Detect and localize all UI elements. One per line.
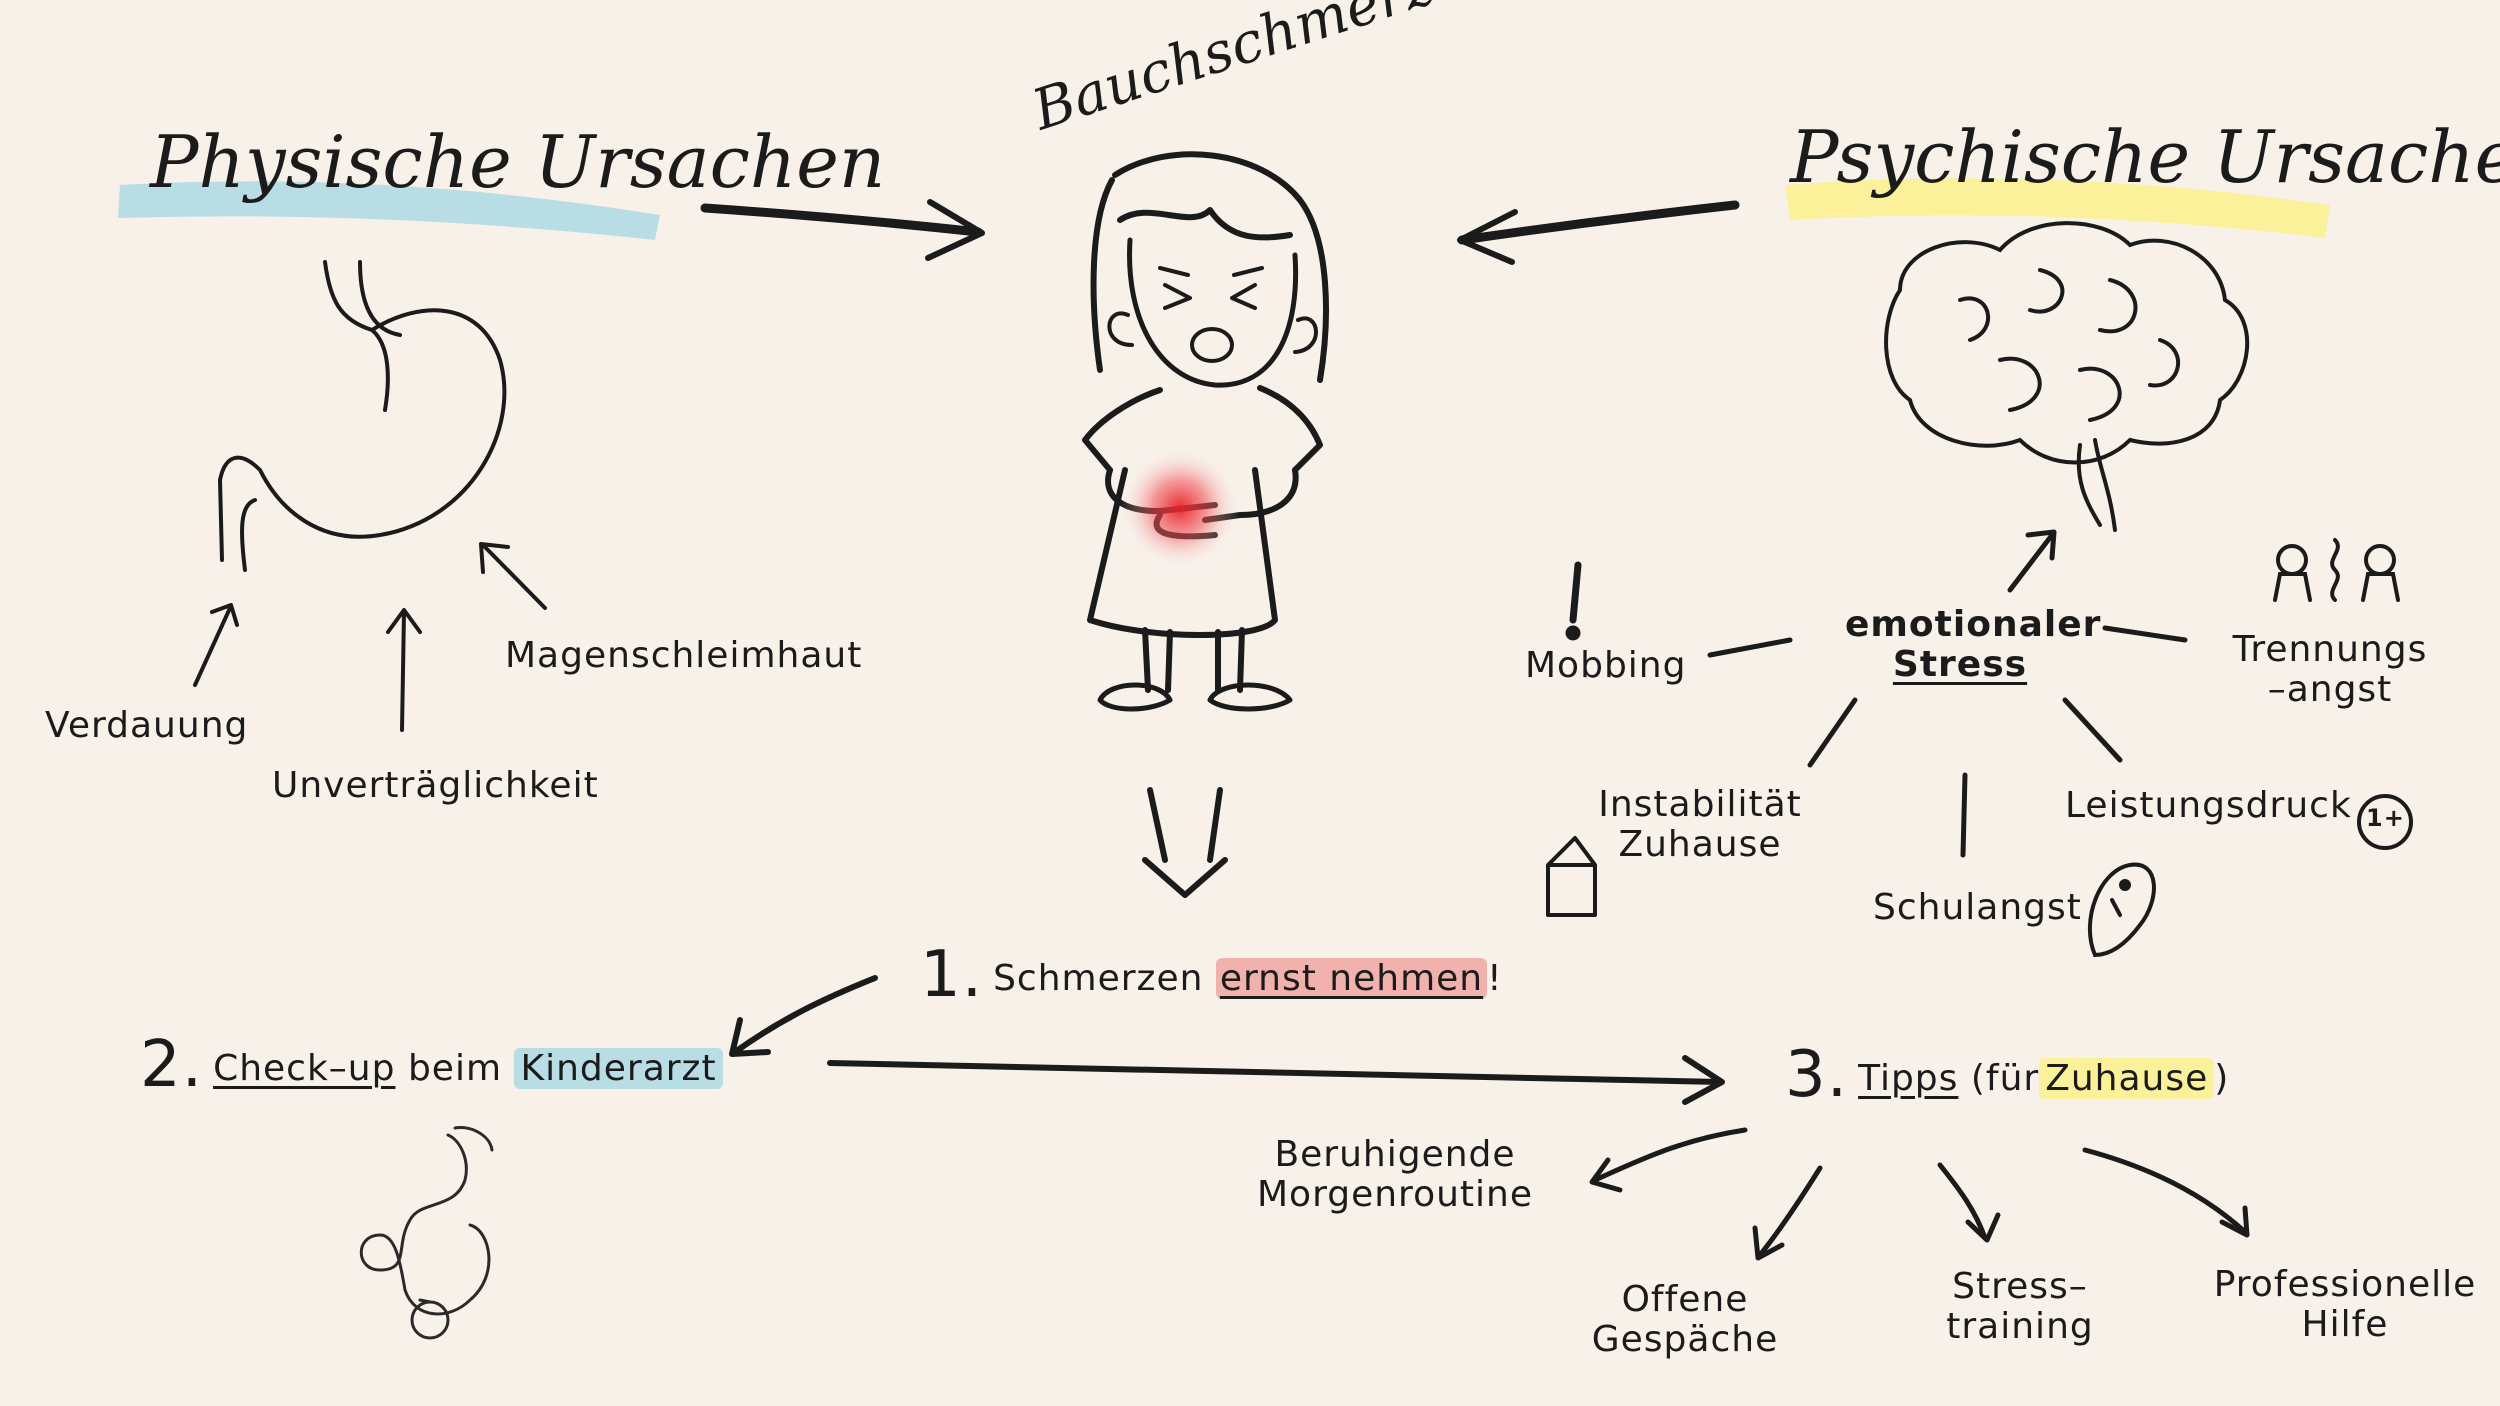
arrow-step1-to-step2 xyxy=(732,975,878,1055)
stomach-icon xyxy=(217,260,507,572)
physical-title-highlight xyxy=(118,181,660,240)
stress-hub-line1: emotionaler xyxy=(1845,604,2102,645)
instabilitaet-line2: Zuhause xyxy=(1618,824,1782,865)
connector-mobbing xyxy=(1707,637,1793,658)
step-3-highlight: Zuhause xyxy=(2039,1058,2215,1099)
arrow-psych-to-center xyxy=(1457,200,1740,245)
exclamation-icon xyxy=(1565,561,1582,641)
tip-hilfe-line1: Professionelle xyxy=(2213,1264,2477,1305)
label-instabilitaet: Instabilität Zuhause xyxy=(1590,785,1810,865)
label-leistungsdruck: Leistungsdruck xyxy=(2065,785,2352,826)
tip-stresstraining-line1: Stress– xyxy=(1952,1266,2088,1307)
arrowhead-psych xyxy=(1457,209,1518,265)
tip-stresstraining: Stress– training xyxy=(1925,1267,2115,1347)
stress-hub-line2: Stress xyxy=(1892,644,2028,685)
arrow-tip-hilfe xyxy=(2082,1147,2248,1235)
label-unvertraeglichkeit: Unverträglichkeit xyxy=(272,765,599,806)
instabilitaet-line1: Instabilität xyxy=(1598,784,1802,825)
arrow-stress-to-brain xyxy=(2007,532,2055,593)
arrow-tip-morgenroutine xyxy=(1592,1127,1748,1183)
label-schulangst: Schulangst xyxy=(1873,887,2082,928)
arrow-verdauung xyxy=(193,606,232,687)
step-2: 2.Check–up beim Kinderarzt xyxy=(140,1030,723,1104)
label-mobbing: Mobbing xyxy=(1525,645,1687,686)
tip-hilfe-line2: Hilfe xyxy=(2301,1304,2389,1345)
ghost-icon xyxy=(2087,862,2156,958)
step-3-number: 3. xyxy=(1785,1038,1849,1112)
psychological-title: Psychische Ursachen xyxy=(1790,115,2500,199)
arrow-magenschleimhaut xyxy=(481,543,547,610)
connector-leistungsdruck xyxy=(2062,697,2123,763)
step-1: 1.Schmerzen ernst nehmen! xyxy=(920,940,1503,1014)
step-3-close: ) xyxy=(2214,1058,2230,1099)
step-2-checkup: Check–up xyxy=(213,1048,396,1089)
step-1-number: 1. xyxy=(920,938,984,1012)
separation-people-icon xyxy=(2273,538,2400,602)
arrow-physical-to-center xyxy=(700,203,983,237)
step-2-middle: beim xyxy=(407,1048,503,1089)
tip-gespraeche-line1: Offene xyxy=(1621,1279,1749,1320)
step-1-text: Schmerzen xyxy=(993,958,1204,999)
tip-stresstraining-line2: training xyxy=(1946,1306,2094,1347)
arrowhead-physical xyxy=(925,199,985,261)
connector-schulangst xyxy=(1960,772,1968,858)
tip-gespraeche-line2: Gespäche xyxy=(1591,1319,1779,1360)
grade-badge-circle xyxy=(2357,794,2413,850)
physical-title: Physische Ursachen xyxy=(150,120,886,204)
step-2-highlight: Kinderarzt xyxy=(514,1048,723,1089)
label-verdauung: Verdauung xyxy=(45,705,249,746)
connector-trennungsangst xyxy=(2102,625,2188,643)
trennungsangst-line1: Trennungs xyxy=(2232,629,2428,670)
arrow-tip-stresstraining xyxy=(1937,1162,1988,1241)
label-trennungsangst: Trennungs –angst xyxy=(2220,630,2440,710)
tip-morgenroutine-line1: Beruhigende xyxy=(1274,1134,1516,1175)
brain-icon xyxy=(1884,221,2250,532)
tip-morgenroutine-line2: Morgenroutine xyxy=(1256,1174,1533,1215)
tip-hilfe: Professionelle Hilfe xyxy=(2200,1265,2490,1345)
arrow-tip-gespraeche xyxy=(1757,1165,1823,1258)
house-icon xyxy=(1546,836,1597,917)
child-in-pain-icon xyxy=(1082,151,1329,712)
pain-spot xyxy=(1120,448,1240,568)
tip-morgenroutine: Beruhigende Morgenroutine xyxy=(1255,1135,1535,1215)
tip-gespraeche: Offene Gespäche xyxy=(1580,1280,1790,1360)
step-1-highlight: ernst nehmen xyxy=(1215,958,1488,999)
trennungsangst-line2: –angst xyxy=(2267,669,2393,710)
connector-instabilitaet xyxy=(1807,697,1858,768)
label-magenschleimhaut: Magenschleimhaut xyxy=(505,635,863,676)
grade-badge: 1+ xyxy=(2366,804,2405,832)
step-3-open: (für xyxy=(1970,1058,2040,1099)
arrow-unvertraeglichkeit xyxy=(400,610,406,732)
stress-hub: emotionaler Stress xyxy=(1845,605,2100,685)
step-3-tipps: Tipps xyxy=(1858,1058,1959,1099)
psychological-title-highlight xyxy=(1785,178,2330,238)
step-1-exclaim: ! xyxy=(1487,958,1503,999)
step-2-number: 2. xyxy=(140,1028,204,1102)
stethoscope-icon xyxy=(359,1125,494,1340)
down-arrow-icon xyxy=(1142,787,1228,898)
arrow-step2-to-step3 xyxy=(827,1060,1723,1085)
